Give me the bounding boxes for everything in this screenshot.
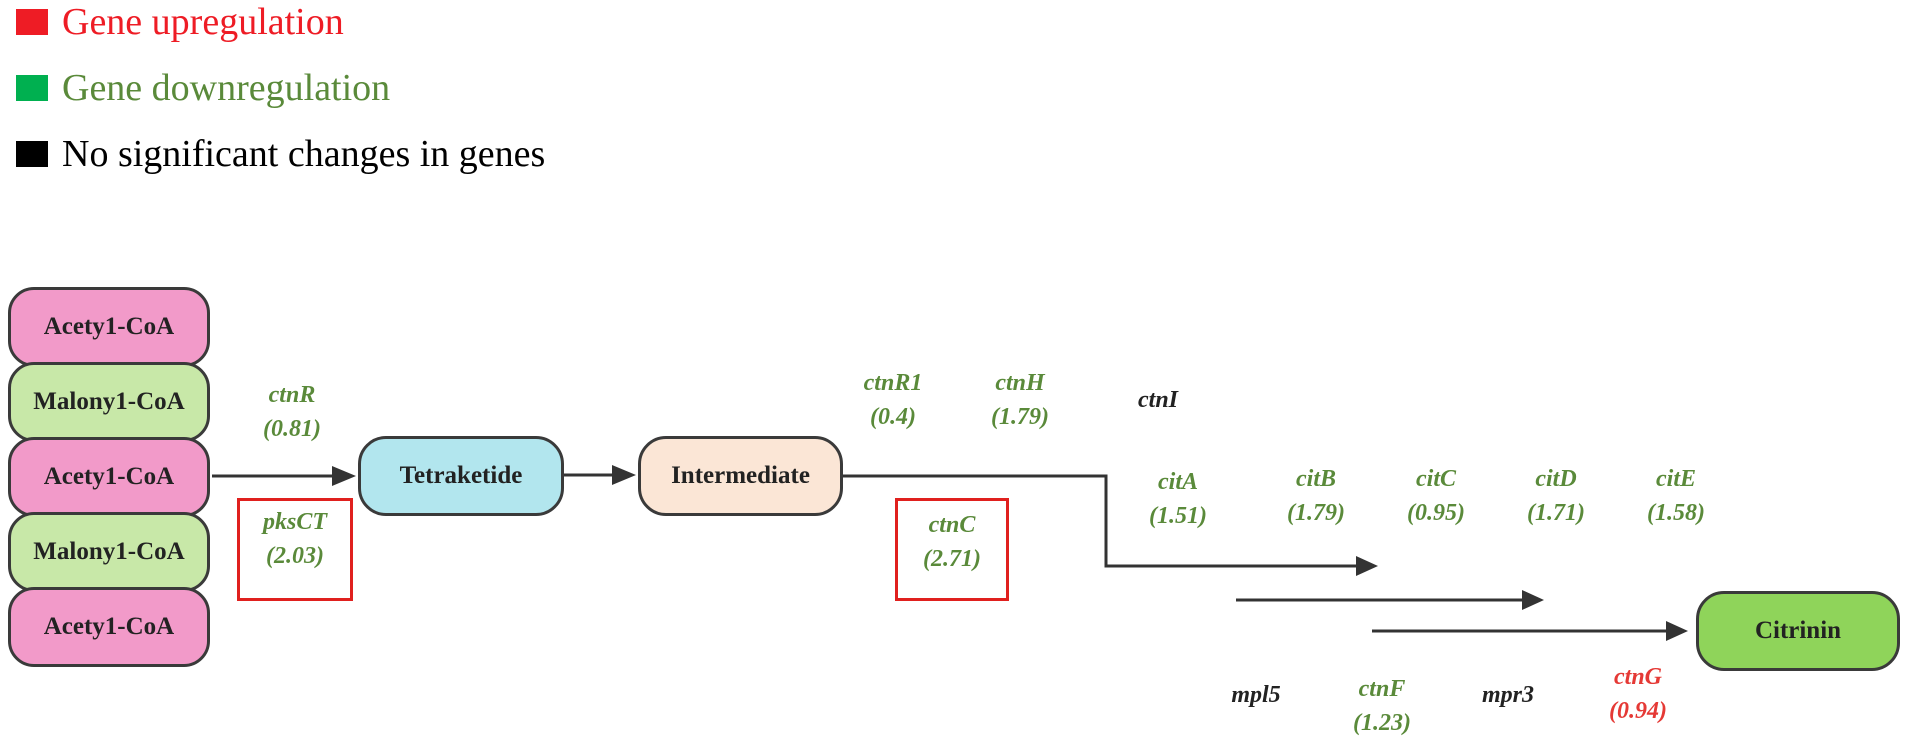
gene-citb: citB (1.79)	[1287, 462, 1345, 530]
arrowhead-to-citrinin	[1666, 621, 1688, 641]
arrowhead-tetraketide-to-intermediate	[612, 465, 636, 485]
gene-mpr3: mpr3	[1482, 678, 1534, 712]
gene-value: (0.4)	[870, 404, 916, 430]
legend-label-upregulation: Gene upregulation	[62, 1, 344, 43]
gene-name: pksCT	[262, 509, 328, 535]
node-citrinin: Citrinin	[1696, 591, 1900, 671]
legend-label-downregulation: Gene downregulation	[62, 67, 391, 109]
gene-value: (1.79)	[1287, 500, 1345, 526]
substrate-acetyl-coa-2: Acety1-CoA	[8, 437, 210, 517]
gene-value: (2.03)	[266, 543, 324, 569]
highlight-box-ctnc	[895, 498, 1009, 601]
gene-value: (0.95)	[1407, 500, 1465, 526]
gene-name: mpl5	[1231, 682, 1281, 708]
gene-value: (1.58)	[1647, 500, 1705, 526]
gene-name: citA	[1157, 469, 1198, 495]
legend-label-no-change: No significant changes in genes	[62, 133, 546, 175]
legend-swatch-red	[16, 9, 48, 35]
legend-item-no-change: No significant changes in genes	[16, 132, 545, 176]
gene-mpl5: mpl5	[1231, 678, 1280, 712]
legend-swatch-green	[16, 75, 48, 101]
arrowhead-substrate-to-tetraketide	[332, 466, 356, 486]
highlight-box-pksct	[237, 498, 353, 601]
gene-value: (2.71)	[923, 546, 981, 572]
arrowhead-branch-2	[1522, 590, 1544, 610]
gene-name: citB	[1295, 466, 1336, 492]
gene-name: ctnR1	[863, 370, 923, 396]
gene-name: citE	[1655, 466, 1696, 492]
substrate-malonyl-coa-2: Malony1-CoA	[8, 512, 210, 592]
arrow-intermediate-branch	[843, 474, 1360, 568]
gene-name: mpr3	[1481, 682, 1535, 708]
gene-ctnf: ctnF (1.23)	[1353, 672, 1411, 740]
gene-ctnc: ctnC (2.71)	[923, 508, 981, 576]
node-tetraketide: Tetraketide	[358, 436, 564, 516]
gene-name: ctnC	[928, 512, 976, 538]
legend-item-downregulation: Gene downregulation	[16, 66, 390, 110]
gene-ctng: ctnG (0.94)	[1609, 660, 1667, 728]
gene-value: (1.51)	[1149, 503, 1207, 529]
gene-ctnh: ctnH (1.79)	[991, 366, 1049, 434]
gene-ctni: ctnI	[1138, 383, 1178, 417]
gene-name: ctnR	[268, 382, 316, 408]
gene-value: (1.79)	[991, 404, 1049, 430]
gene-value: (0.81)	[263, 416, 321, 442]
gene-cita: citA (1.51)	[1149, 465, 1207, 533]
gene-name: ctnG	[1613, 664, 1662, 690]
substrate-malonyl-coa-1: Malony1-CoA	[8, 362, 210, 442]
substrate-acetyl-coa-3: Acety1-CoA	[8, 587, 210, 667]
gene-citc: citC (0.95)	[1407, 462, 1465, 530]
gene-name: ctnI	[1137, 387, 1179, 413]
gene-name: ctnH	[995, 370, 1045, 396]
gene-cite: citE (1.58)	[1647, 462, 1705, 530]
node-intermediate: Intermediate	[638, 436, 843, 516]
gene-ctnr1: ctnR1 (0.4)	[864, 366, 923, 434]
substrate-acetyl-coa-1: Acety1-CoA	[8, 287, 210, 367]
gene-value: (1.71)	[1527, 500, 1585, 526]
legend-swatch-black	[16, 141, 48, 167]
gene-citd: citD (1.71)	[1527, 462, 1585, 530]
gene-pksct: pksCT (2.03)	[263, 505, 327, 573]
gene-value: (1.23)	[1353, 710, 1411, 736]
gene-ctnr: ctnR (0.81)	[263, 378, 321, 446]
gene-name: ctnF	[1358, 676, 1406, 702]
gene-name: citC	[1415, 466, 1456, 492]
gene-name: citD	[1535, 466, 1577, 492]
gene-value: (0.94)	[1609, 698, 1667, 724]
arrowhead-branch-1	[1356, 556, 1378, 576]
legend-item-upregulation: Gene upregulation	[16, 0, 344, 44]
